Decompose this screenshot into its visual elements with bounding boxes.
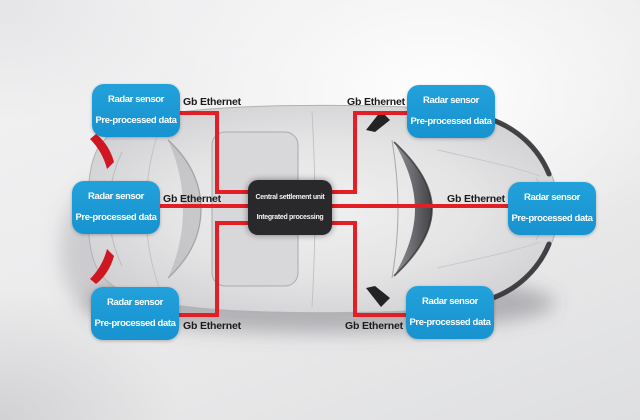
headlight-arc-bottom [487, 241, 552, 302]
sensor-label-line2: Pre-processed data [75, 212, 157, 224]
link-bottom-left-h2 [176, 313, 219, 317]
link-bottom-right-v [353, 221, 357, 317]
sensor-label-line1: Radar sensor [108, 94, 164, 106]
radar-sensor-top-left: Radar sensor Pre-processed data [92, 84, 180, 137]
sensor-label-line1: Radar sensor [422, 296, 478, 308]
link-bottom-right-h1 [328, 221, 357, 225]
windshield-base-line [393, 141, 433, 277]
tail-light-bottom [90, 249, 114, 284]
rear-window [168, 140, 201, 278]
link-top-left-h1 [178, 111, 219, 115]
windshield [394, 142, 432, 276]
sensor-label-line2: Pre-processed data [410, 116, 492, 128]
link-top-left-v [215, 111, 219, 194]
ethernet-label-top-left: Gb Ethernet [183, 96, 241, 108]
link-top-right-h1 [353, 111, 409, 115]
radar-sensor-bottom-left: Radar sensor Pre-processed data [91, 287, 179, 340]
radar-sensor-middle-left: Radar sensor Pre-processed data [72, 181, 160, 234]
sensor-label-line1: Radar sensor [423, 95, 479, 107]
ethernet-label-bottom-right: Gb Ethernet [345, 320, 403, 332]
rear-window-edge [167, 139, 202, 279]
link-top-right-h2 [328, 190, 357, 194]
sensor-label-line1: Radar sensor [88, 191, 144, 203]
link-bottom-left-h1 [215, 221, 252, 225]
side-mirror-top [366, 111, 390, 132]
hood-crease-top [437, 149, 541, 177]
sensor-label-line2: Pre-processed data [409, 317, 491, 329]
ethernet-label-middle-left: Gb Ethernet [163, 193, 221, 205]
link-top-left-h2 [215, 190, 252, 194]
ethernet-label-middle-right: Gb Ethernet [447, 193, 505, 205]
link-top-right-v [353, 111, 357, 194]
sensor-label-line2: Pre-processed data [511, 213, 593, 225]
central-unit-line1: Central settlement unit [255, 193, 325, 201]
central-settlement-unit: Central settlement unit Integrated proce… [248, 180, 332, 235]
headlight-arc-top [487, 116, 552, 177]
radar-sensor-bottom-right: Radar sensor Pre-processed data [406, 286, 494, 339]
link-middle-horizontal [158, 204, 510, 208]
link-bottom-right-h2 [353, 313, 408, 317]
roof-front-edge [391, 139, 399, 279]
sensor-label-line1: Radar sensor [107, 297, 163, 309]
tail-light-top [90, 134, 114, 169]
sensor-label-line1: Radar sensor [524, 192, 580, 204]
radar-sensor-middle-right: Radar sensor Pre-processed data [508, 182, 596, 235]
radar-sensor-top-right: Radar sensor Pre-processed data [407, 85, 495, 138]
ethernet-label-top-right: Gb Ethernet [347, 96, 405, 108]
hood-crease-bottom [437, 241, 541, 269]
sensor-label-line2: Pre-processed data [95, 115, 177, 127]
ethernet-label-bottom-left: Gb Ethernet [183, 320, 241, 332]
sensor-label-line2: Pre-processed data [94, 318, 176, 330]
link-bottom-left-v [215, 221, 219, 317]
side-mirror-bottom [366, 286, 390, 307]
central-unit-line2: Integrated processing [256, 214, 324, 222]
